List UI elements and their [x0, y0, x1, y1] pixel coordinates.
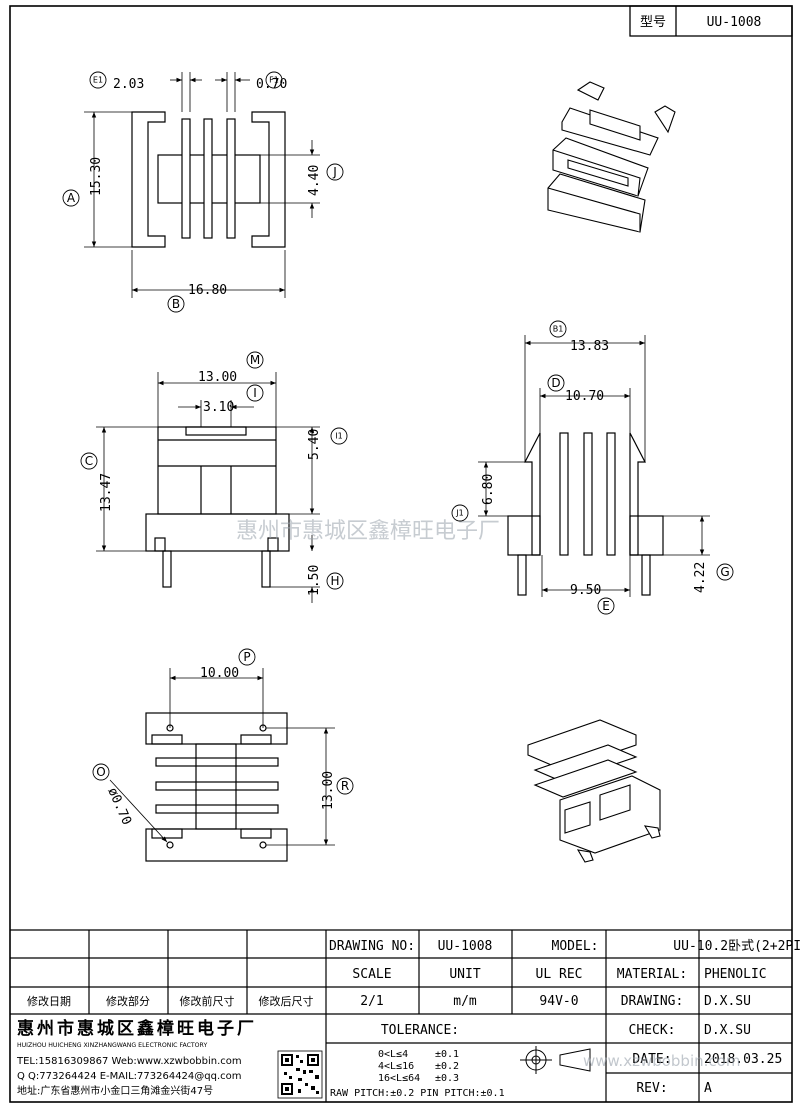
view-side-dims	[478, 335, 710, 597]
callout-i1: I1	[335, 432, 342, 441]
iso-view-top	[547, 81, 676, 233]
dim-h-value: 1.50	[307, 565, 322, 596]
dim-m-value: 13.00	[198, 370, 237, 385]
dim-i-value: 3.10	[203, 400, 234, 415]
dim-d-value: 10.70	[565, 389, 604, 404]
watermark-bottom: www.xzwbobbin.com	[583, 1052, 740, 1070]
tol-1-range: 0<L≤4	[378, 1049, 408, 1060]
callout-o: O	[96, 765, 105, 779]
dim-j-value: 4.40	[307, 165, 322, 196]
view-bottom-dims	[109, 668, 335, 846]
view-bottom	[145, 712, 288, 862]
iso-view-bottom	[527, 719, 661, 863]
callout-circles-2	[80, 351, 348, 590]
drawing-no-label: DRAWING NO:	[329, 939, 415, 954]
rev-header-part: 修改部分	[106, 994, 150, 1008]
scale-value: 2/1	[360, 994, 383, 1009]
model-label: MODEL:	[552, 939, 599, 954]
callout-p: P	[243, 650, 250, 664]
callout-e: E	[602, 599, 610, 613]
callout-e1: E1	[93, 76, 103, 85]
raw-pitch: RAW PITCH:±0.2 PIN PITCH:±0.1	[330, 1088, 505, 1099]
drawing-value: D.X.SU	[704, 994, 751, 1009]
tol-1-value: ±0.1	[435, 1049, 459, 1060]
tol-2-value: ±0.2	[435, 1061, 459, 1072]
dim-a-value: 15.30	[89, 157, 104, 196]
watermark-center: 惠州市惠城区鑫樟旺电子厂	[236, 519, 500, 544]
sheet-border	[9, 5, 793, 1103]
check-label: CHECK:	[629, 1023, 676, 1038]
company-name-en: HUIZHOU HUICHENG XINZHANGWANG ELECTRONIC…	[17, 1042, 207, 1049]
dim-p-value: 10.00	[200, 666, 239, 681]
projection-symbol	[520, 1046, 591, 1074]
company-tel-web: TEL:15816309867 Web:www.xzwbobbin.com	[16, 1056, 242, 1067]
model-box: 型号 UU-1008	[629, 5, 793, 37]
callout-r: R	[341, 779, 349, 793]
dim-o-value: ø0.70	[104, 786, 134, 828]
drawing-no-value: UU-1008	[438, 939, 493, 954]
company-address: 地址:广东省惠州市小金口三角滩金兴街47号	[17, 1084, 213, 1097]
date-value: 2018.03.25	[704, 1052, 782, 1067]
company-qq-mail: Q Q:773264424 E-MAIL:773264424@qq.com	[17, 1071, 242, 1082]
ul-rec-value: 94V-0	[539, 994, 578, 1009]
callout-circles-4	[92, 648, 354, 795]
dim-e1-value: 2.03	[113, 77, 144, 92]
unit-label: UNIT	[449, 967, 480, 982]
dim-c-value: 13.47	[99, 473, 114, 512]
dim-r-value: 13.00	[321, 771, 336, 810]
view-top-dims	[84, 72, 320, 298]
model-box-value: UU-1008	[707, 15, 762, 30]
view-front	[145, 426, 290, 588]
unit-value: m/m	[453, 994, 477, 1009]
callout-g: G	[720, 565, 729, 579]
callout-j1: J1	[455, 509, 463, 518]
callout-c: C	[85, 454, 93, 468]
callout-circles-1	[62, 71, 344, 313]
material-label: MATERIAL:	[617, 967, 687, 982]
date-label: DATE:	[632, 1052, 671, 1067]
ul-rec-label: UL REC	[536, 967, 583, 982]
callout-m: M	[250, 353, 260, 367]
title-block	[10, 929, 792, 1102]
dim-e-value: 9.50	[570, 583, 601, 598]
callout-f1: F1	[269, 76, 279, 85]
scale-label: SCALE	[352, 967, 391, 982]
qr-code	[277, 1050, 323, 1099]
callout-b1: B1	[553, 325, 564, 334]
callout-h: H	[330, 574, 339, 588]
tol-3-range: 16<L≤64	[378, 1073, 420, 1084]
tolerance-label: TOLERANCE:	[381, 1023, 459, 1038]
callout-b: B	[172, 297, 180, 311]
rev-label: REV:	[636, 1081, 667, 1096]
rev-header-date: 修改日期	[27, 994, 71, 1008]
callout-d: D	[551, 376, 560, 390]
tol-2-range: 4<L≤16	[378, 1061, 414, 1072]
callout-a: A	[67, 191, 76, 205]
callout-circles-3	[451, 320, 734, 615]
dim-b-value: 16.80	[188, 283, 227, 298]
material-value: PHENOLIC	[704, 967, 767, 982]
callout-i: I	[253, 386, 257, 400]
view-top	[131, 111, 286, 248]
dim-b1-value: 13.83	[570, 339, 609, 354]
model-box-label: 型号	[640, 15, 666, 30]
view-side	[507, 432, 664, 596]
view-front-dims	[96, 372, 320, 603]
rev-header-before: 修改前尺寸	[180, 994, 235, 1008]
dim-f1-value: 0.70	[256, 77, 287, 92]
rev-header-after: 修改后尺寸	[259, 994, 314, 1008]
drawing-label: DRAWING:	[621, 994, 684, 1009]
dim-g-value: 4.22	[693, 562, 708, 593]
callout-j: J	[332, 165, 337, 179]
dim-j1-value: 6.80	[481, 474, 496, 505]
tol-3-value: ±0.3	[435, 1073, 459, 1084]
check-value: D.X.SU	[704, 1023, 751, 1038]
company-name-cn: 惠州市惠城区鑫樟旺电子厂	[17, 1018, 257, 1039]
dim-i1-value: 5.40	[307, 429, 322, 460]
rev-value: A	[704, 1081, 712, 1096]
